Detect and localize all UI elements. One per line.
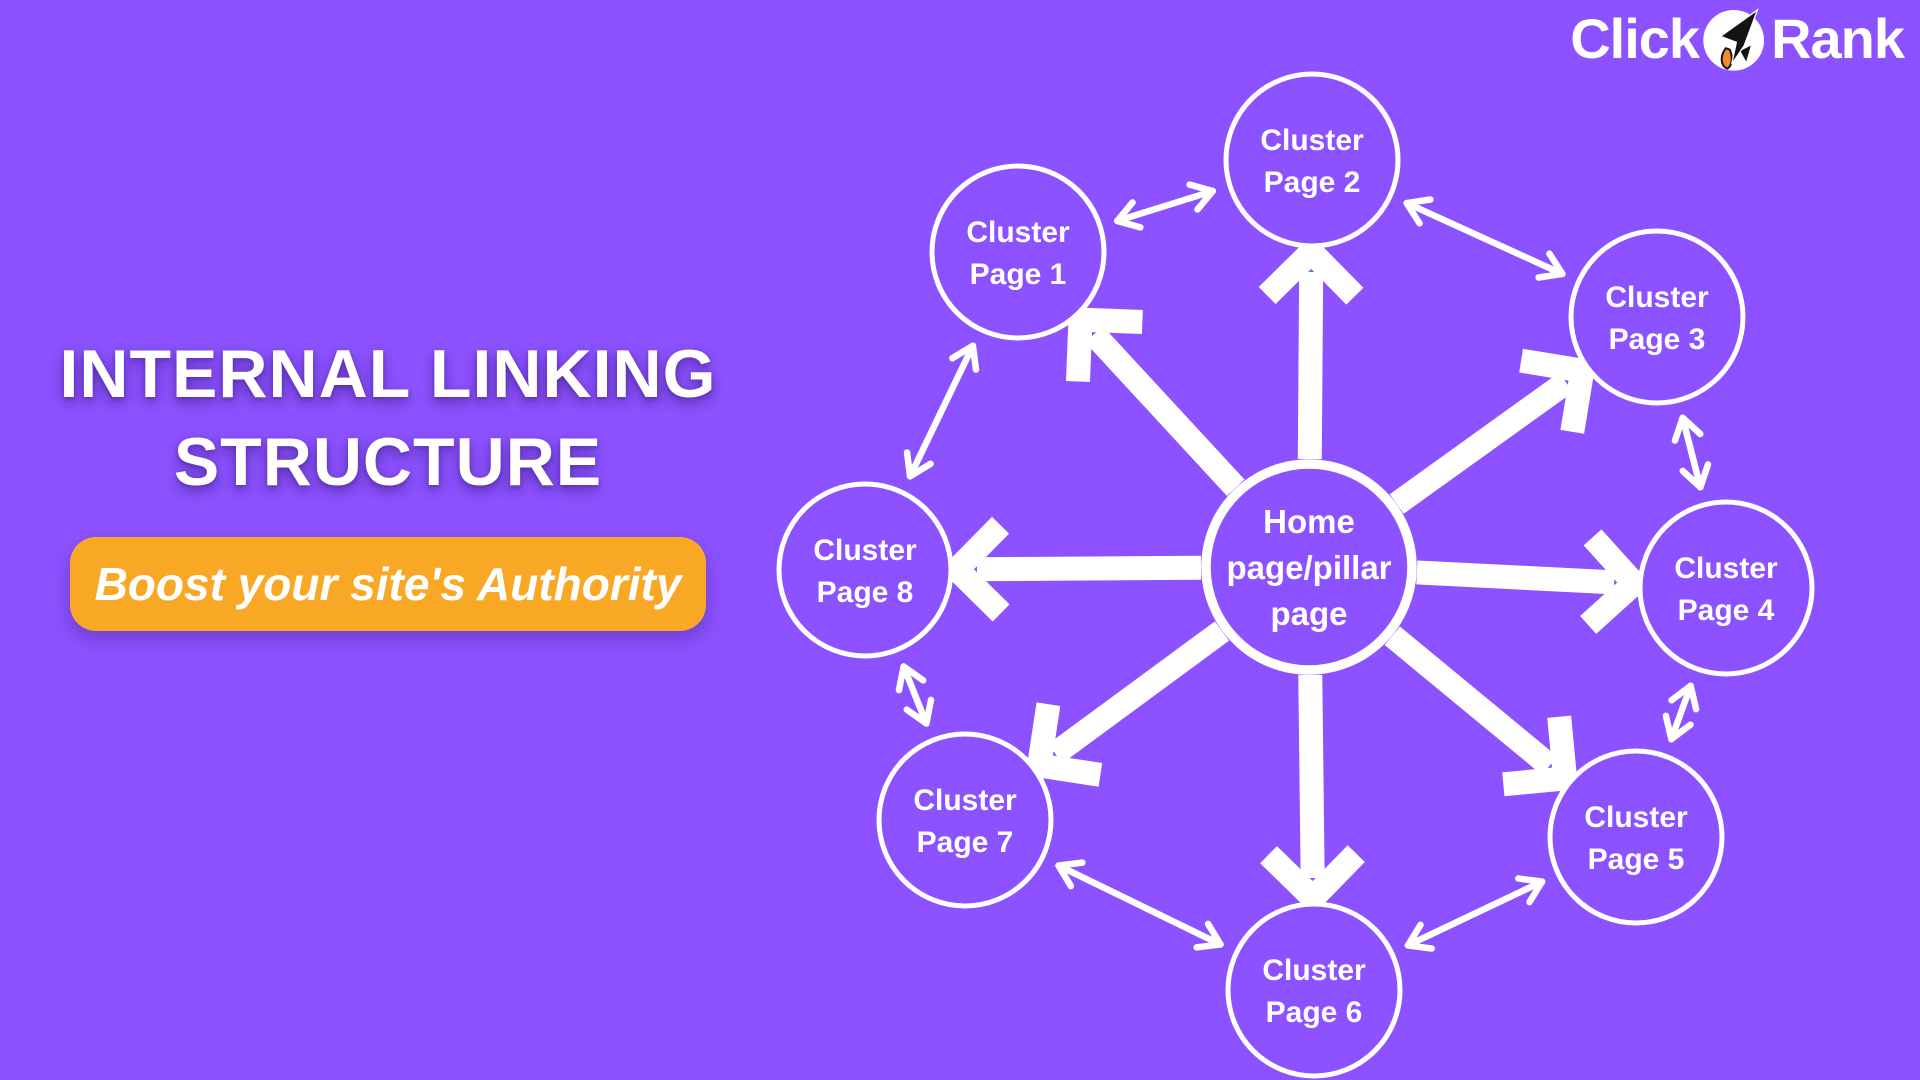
hub-arrow-head-2 bbox=[1258, 235, 1364, 305]
hub-arrow-shaft-6 bbox=[1298, 674, 1325, 879]
tagline-banner: Boost your site's Authority bbox=[70, 536, 706, 631]
cluster-node-7 bbox=[876, 731, 1054, 909]
intro-panel: INTERNAL LINKING STRUCTURE Boost your si… bbox=[58, 330, 718, 631]
cluster-node-4 bbox=[1637, 499, 1815, 677]
hub-arrow-head-8 bbox=[940, 516, 1010, 622]
cluster-node-3 bbox=[1568, 228, 1746, 406]
link-arrow-3-4 bbox=[1671, 414, 1712, 491]
hub-arrow-head-5 bbox=[1502, 715, 1579, 797]
hub-arrow-head-6 bbox=[1260, 845, 1365, 915]
page-title-line1: INTERNAL LINKING bbox=[59, 336, 717, 412]
page-title-line2: STRUCTURE bbox=[173, 424, 603, 501]
link-arrow-1-2 bbox=[1114, 181, 1216, 231]
tagline-text: Boost your site's Authority bbox=[94, 557, 682, 610]
brand-name-right: Rank bbox=[1771, 7, 1905, 70]
link-arrow-4-5 bbox=[1662, 682, 1700, 743]
hub-arrow-shaft-5 bbox=[1384, 626, 1558, 775]
hub-arrow-shaft-8 bbox=[976, 555, 1202, 582]
cluster-node-2 bbox=[1223, 71, 1401, 249]
hub-arrow-head-1 bbox=[1065, 307, 1143, 383]
hub-arrow-shaft-3 bbox=[1389, 372, 1574, 514]
brand-name-left: Click bbox=[1570, 7, 1700, 70]
hub-arrow-head-3 bbox=[1519, 348, 1597, 434]
brand-logo: Click Rank bbox=[1570, 6, 1905, 72]
link-arrow-7-8 bbox=[895, 663, 935, 727]
cluster-node-5 bbox=[1547, 748, 1725, 926]
hub-node bbox=[1201, 459, 1417, 675]
hub-arrow-shaft-4 bbox=[1416, 560, 1615, 595]
hub-arrow-shaft-2 bbox=[1297, 271, 1324, 460]
link-arrow-6-7 bbox=[1055, 859, 1224, 951]
hub-arrow-head-4 bbox=[1580, 529, 1652, 634]
hub-arrow-head-7 bbox=[1025, 702, 1103, 787]
link-arrow-2-3 bbox=[1403, 196, 1566, 281]
hub-arrow-shaft-1 bbox=[1085, 326, 1245, 496]
cluster-node-6 bbox=[1225, 901, 1403, 1079]
cursor-rocket-icon bbox=[1703, 8, 1765, 71]
cluster-node-1 bbox=[929, 163, 1107, 341]
link-arrow-5-6 bbox=[1404, 875, 1546, 952]
page-title: INTERNAL LINKING STRUCTURE bbox=[58, 330, 718, 507]
link-arrow-8-1 bbox=[903, 342, 980, 480]
cluster-node-8 bbox=[776, 481, 954, 659]
hub-arrow-shaft-7 bbox=[1048, 621, 1230, 764]
